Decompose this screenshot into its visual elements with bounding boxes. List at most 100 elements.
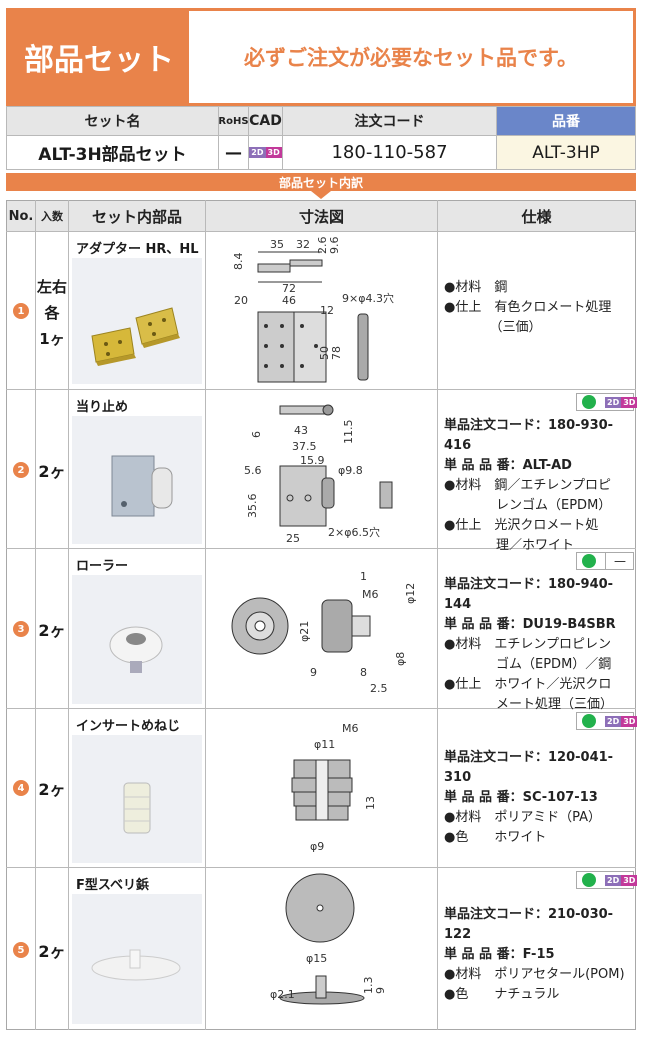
svg-text:43: 43 <box>294 424 308 437</box>
row-2-qty: 2ヶ <box>38 462 66 481</box>
roller-dimension-drawing: 1 φ12 M6 φ21 φ8 9 8 2.5 <box>231 570 417 695</box>
svg-text:φ8: φ8 <box>394 652 407 666</box>
col-order-code: 注文コード <box>283 107 496 135</box>
row-1-spec: ●材料 鋼 ●仕上 有色クロメート処理 （三価） <box>444 280 612 335</box>
rohs-compliant-icon <box>582 873 596 887</box>
svg-text:2.5: 2.5 <box>370 682 388 695</box>
svg-text:φ9.8: φ9.8 <box>338 464 363 477</box>
glide-dimension-drawing: φ15 φ2.1 1.3 9 <box>270 873 387 1005</box>
row-number-3: 3 <box>13 621 29 637</box>
svg-text:M6: M6 <box>362 588 379 601</box>
svg-text:φ12: φ12 <box>404 583 417 604</box>
glide-photo <box>72 894 202 1024</box>
th-qty: 入数 <box>36 201 68 231</box>
stopper-photo <box>72 416 202 544</box>
svg-text:9: 9 <box>310 666 317 679</box>
row-number-2: 2 <box>13 462 29 478</box>
svg-text:9.6: 9.6 <box>328 237 341 255</box>
svg-text:1.3: 1.3 <box>362 977 375 995</box>
set-name: ALT-3H部品セット <box>7 136 218 169</box>
svg-text:13: 13 <box>364 796 377 810</box>
row-4-qty: 2ヶ <box>38 780 66 799</box>
col-set-name: セット名 <box>7 107 218 135</box>
svg-text:25: 25 <box>286 532 300 544</box>
svg-text:5.6: 5.6 <box>244 464 262 477</box>
svg-text:6: 6 <box>250 431 263 438</box>
svg-text:9: 9 <box>374 987 387 994</box>
rohs-compliant-icon <box>582 714 596 728</box>
stopper-dimension-drawing: 6 43 37.5 11.5 15.9 5.6 φ9.8 35.6 25 2×φ… <box>244 404 393 544</box>
svg-text:46: 46 <box>282 294 296 307</box>
svg-text:78: 78 <box>330 346 343 360</box>
svg-text:8: 8 <box>360 666 367 679</box>
svg-text:8.4: 8.4 <box>232 253 245 271</box>
svg-text:32: 32 <box>296 238 310 251</box>
row-3-spec: 単品注文コード：180-940-144 単 品 品 番：DU19-B4SBR ●… <box>444 577 616 712</box>
svg-text:37.5: 37.5 <box>292 440 317 453</box>
svg-text:9×φ4.3穴: 9×φ4.3穴 <box>342 291 394 305</box>
th-part: セット内部品 <box>69 201 205 231</box>
th-spec: 仕様 <box>438 201 635 231</box>
svg-text:2×φ6.5穴: 2×φ6.5穴 <box>328 525 380 539</box>
rohs-compliant-icon <box>582 395 596 409</box>
row-2-spec: 単品注文コード：180-930-416 単 品 品 番：ALT-AD ●材料 鋼… <box>444 418 614 553</box>
svg-text:12: 12 <box>320 304 334 317</box>
th-dims: 寸法図 <box>206 201 437 231</box>
svg-text:φ9: φ9 <box>310 840 324 853</box>
col-rohs: RoHS <box>218 107 249 135</box>
col-part-no: 品番 <box>497 107 635 135</box>
svg-text:φ21: φ21 <box>298 621 311 642</box>
adapter-dimension-drawing: 8.4 35 32 2.6 9.6 72 20 46 12 9×φ4.3穴 50… <box>232 237 394 383</box>
rohs-value: — <box>219 136 248 169</box>
parts-table <box>6 200 636 1030</box>
svg-text:1: 1 <box>360 570 367 583</box>
banner-arrow-icon <box>311 191 331 199</box>
svg-text:20: 20 <box>234 294 248 307</box>
no-cad-indicator: — <box>614 554 626 568</box>
row-2-part-name: 当り止め <box>76 400 129 415</box>
roller-photo <box>72 575 202 704</box>
svg-text:35.6: 35.6 <box>246 494 259 519</box>
row-1-qty: 左右 各 1ヶ <box>36 278 67 348</box>
row-5-part-name: F型スベリ鋲 <box>76 878 149 893</box>
row-4-part-name: インサートめねじ <box>76 719 181 734</box>
row-number-4: 4 <box>13 780 29 796</box>
row-1-part-name: アダプター HR、HL <box>76 242 199 257</box>
row-5-qty: 2ヶ <box>38 942 66 961</box>
row-3-qty: 2ヶ <box>38 621 66 640</box>
row-number-1: 1 <box>13 303 29 319</box>
svg-text:15.9: 15.9 <box>300 454 325 467</box>
insert-nut-dimension-drawing: M6 φ11 13 φ9 <box>291 722 377 853</box>
order-code: 180-110-587 <box>283 136 496 169</box>
svg-text:2.6: 2.6 <box>316 237 329 255</box>
order-notice: 必ずご注文が必要なセット品です。 <box>244 46 578 70</box>
row-3-part-name: ローラー <box>76 559 129 574</box>
col-cad: CAD <box>249 107 282 135</box>
svg-text:35: 35 <box>270 238 284 251</box>
svg-text:50: 50 <box>318 346 331 360</box>
row-number-5: 5 <box>13 942 29 958</box>
svg-text:φ11: φ11 <box>314 738 335 751</box>
insert-nut-photo <box>72 735 202 863</box>
section-banner: 部品セット内訳 <box>6 173 636 191</box>
row-4-spec: 単品注文コード：120-041-310 単 品 品 番：SC-107-13 ●材… <box>444 750 614 845</box>
page-title: 部品セット <box>9 11 189 103</box>
svg-text:φ15: φ15 <box>306 952 327 965</box>
svg-text:72: 72 <box>282 282 296 295</box>
row-5-spec: 単品注文コード：210-030-122 単 品 品 番：F-15 ●材料 ポリア… <box>444 907 625 1002</box>
svg-text:φ2.1: φ2.1 <box>270 988 295 1001</box>
svg-text:M6: M6 <box>342 722 359 735</box>
svg-text:11.5: 11.5 <box>342 420 355 445</box>
row-3-badges: — <box>576 552 634 570</box>
part-no: ALT-3HP <box>497 136 635 169</box>
rohs-compliant-icon <box>582 554 596 568</box>
